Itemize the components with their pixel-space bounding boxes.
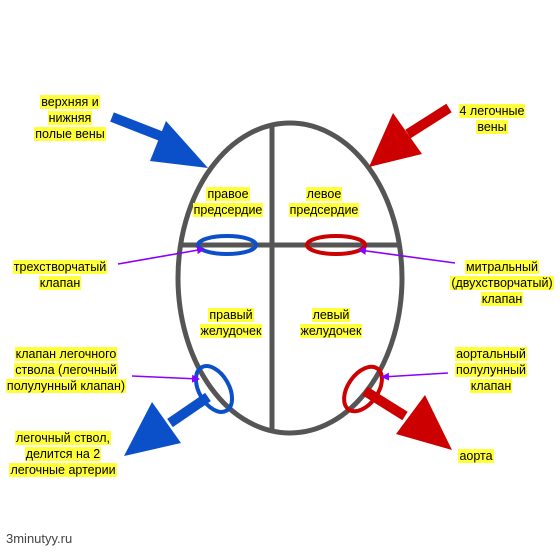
aortic-valve-label: аортальный полулунный клапан (454, 347, 528, 393)
mitral-pointer (358, 246, 456, 264)
tricuspid-pointer (117, 246, 205, 265)
mitral-label: митральный (двухстворчатый) клапан (450, 260, 554, 306)
mitral-valve (305, 234, 367, 256)
right-ventricle-label: правый желудочек (199, 308, 263, 338)
tricuspid-valve (196, 234, 258, 256)
pulmonary-valve-pointer (131, 374, 200, 383)
right-atrium-label: правое предсердие (192, 187, 264, 217)
tricuspid-label: трехстворчатый клапан (12, 260, 108, 290)
pulmonary-veins-arrow (369, 103, 452, 167)
vena-cava-arrow (110, 112, 208, 168)
heart-outline (175, 120, 405, 436)
vena-cava-label: верхняя и нижняя полые вены (34, 95, 106, 141)
pulmonary-trunk-arrow (124, 392, 211, 456)
aorta-arrow (362, 386, 452, 450)
watermark: 3minutyy.ru (6, 531, 73, 546)
pulmonary-trunk-label: легочный ствол, делится на 2 легочные ар… (9, 431, 117, 477)
left-ventricle-label: левый желудочек (299, 308, 363, 338)
pulmonary-veins-label: 4 легочные вены (458, 104, 526, 134)
aorta-label: аорта (458, 449, 494, 463)
aortic-valve-pointer (381, 372, 449, 381)
left-atrium-label: левое предсердие (288, 187, 360, 217)
pulmonary-valve-label: клапан легочного ствола (легочный полулу… (5, 347, 127, 393)
